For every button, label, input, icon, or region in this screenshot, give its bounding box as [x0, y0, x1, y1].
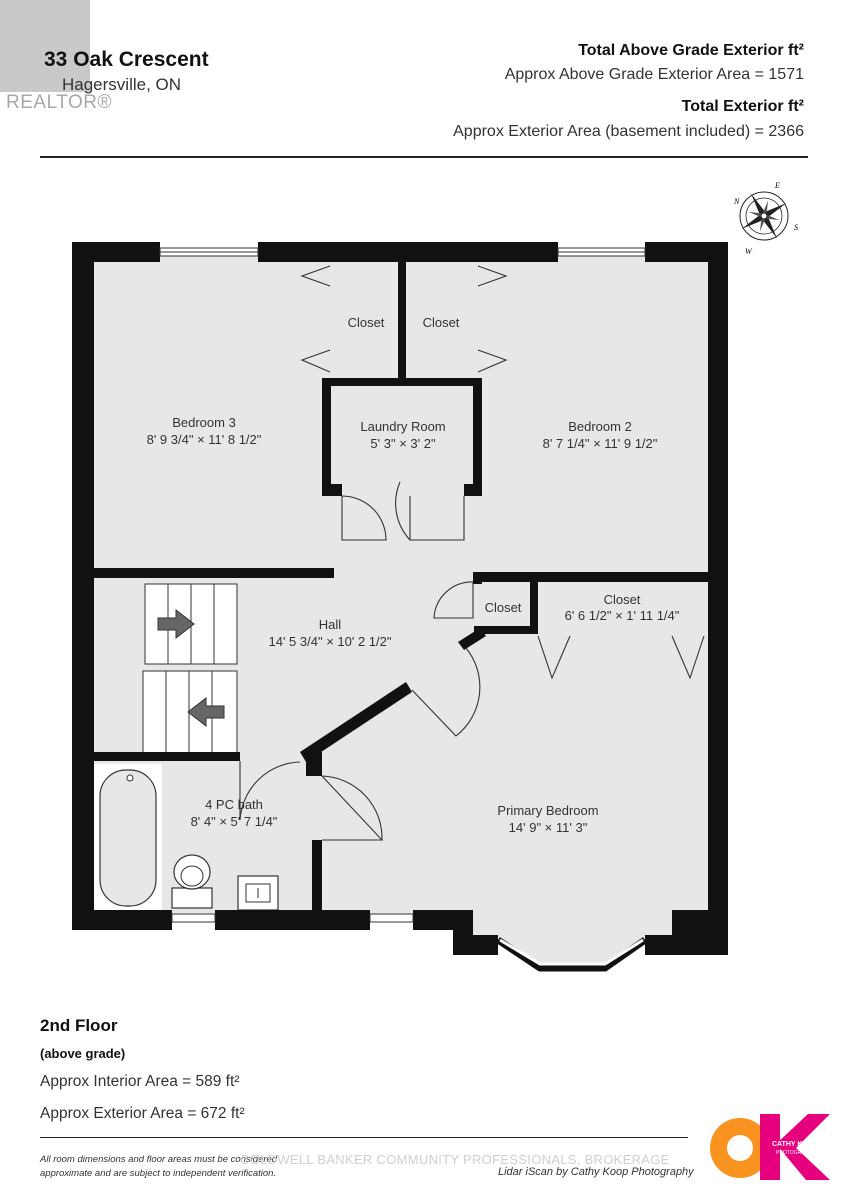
closet-big-name: Closet: [603, 592, 641, 607]
logo-brand-name: CATHY KOOP: [772, 1141, 818, 1148]
realtor-logo-text: REALTOR®: [6, 92, 112, 113]
hall-name: Hall: [318, 617, 342, 632]
total-exterior-value: Approx Exterior Area (basement included)…: [453, 123, 804, 140]
closet-big-dims: 6' 6 1/2" × 1' 11 1/4": [564, 608, 680, 623]
bath-dims: 8' 4" × 5' 7 1/4": [190, 814, 278, 829]
toilet-tank-icon: [171, 887, 213, 909]
bathtub-icon: [99, 769, 157, 907]
disclaimer-line1: All room dimensions and floor areas must…: [40, 1154, 278, 1165]
bath-name: 4 PC bath: [205, 797, 263, 812]
floor-area: [82, 252, 718, 968]
closet-left-label: Closet: [347, 315, 385, 330]
stairs-arrow-right-icon: [157, 608, 195, 640]
property-city: Hagersville, ON: [62, 75, 182, 94]
interior-area: Approx Interior Area = 589 ft²: [40, 1073, 240, 1090]
swing-doors: [239, 481, 481, 841]
footer-divider: [40, 1137, 688, 1138]
bedroom2-name: Bedroom 2: [568, 419, 632, 434]
closet-small-label: Closet: [484, 600, 522, 615]
compass-e: E: [774, 181, 780, 190]
floor-subtitle: (above grade): [40, 1046, 126, 1061]
closet-right-label: Closet: [422, 315, 460, 330]
primary-bedroom-dims: 14' 9" × 11' 3": [508, 820, 588, 835]
bedroom3-name: Bedroom 3: [172, 415, 236, 430]
compass-s: S: [794, 223, 798, 232]
header-divider: [40, 156, 808, 158]
exterior-walls: [72, 242, 728, 955]
total-exterior-label: Total Exterior ft²: [681, 98, 804, 115]
photography-credit: Lidar iScan by Cathy Koop Photography: [498, 1166, 694, 1178]
exterior-area: Approx Exterior Area = 672 ft²: [40, 1105, 245, 1122]
floor-plan: [72, 242, 728, 972]
realtor-logo-box: [0, 0, 90, 92]
bedroom2-dims: 8' 7 1/4" × 11' 9 1/2": [542, 436, 658, 451]
toilet-bowl-icon: [173, 854, 211, 890]
total-above-label: Total Above Grade Exterior ft²: [578, 42, 804, 59]
laundry-dims: 5' 3" × 3' 2": [370, 436, 436, 451]
compass-n: N: [733, 197, 740, 206]
disclaimer-line2: approximate and are subject to independe…: [40, 1168, 277, 1179]
compass-rose-icon: N E S W: [733, 181, 798, 256]
laundry-name: Laundry Room: [360, 419, 446, 434]
closet-doors: [300, 265, 705, 680]
hall-dims: 14' 5 3/4" × 10' 2 1/2": [268, 634, 392, 649]
property-address: 33 Oak Crescent: [44, 48, 209, 71]
cathy-koop-logo: CATHY KOOP PHOTOGRAPHY: [710, 1114, 830, 1180]
interior-walls: [94, 262, 708, 915]
brokerage-watermark: COLDWELL BANKER COMMUNITY PROFESSIONALS,…: [240, 1152, 670, 1167]
bedroom3-dims: 8' 9 3/4" × 11' 8 1/2": [146, 432, 262, 447]
logo-brand-sub: PHOTOGRAPHY: [776, 1150, 815, 1156]
total-above-value: Approx Above Grade Exterior Area = 1571: [504, 66, 804, 83]
compass-w: W: [745, 247, 753, 256]
windows: [159, 247, 648, 972]
floor-title: 2nd Floor: [40, 1016, 118, 1035]
primary-bedroom-name: Primary Bedroom: [497, 803, 599, 818]
stairs-arrow-left-icon: [187, 696, 225, 728]
